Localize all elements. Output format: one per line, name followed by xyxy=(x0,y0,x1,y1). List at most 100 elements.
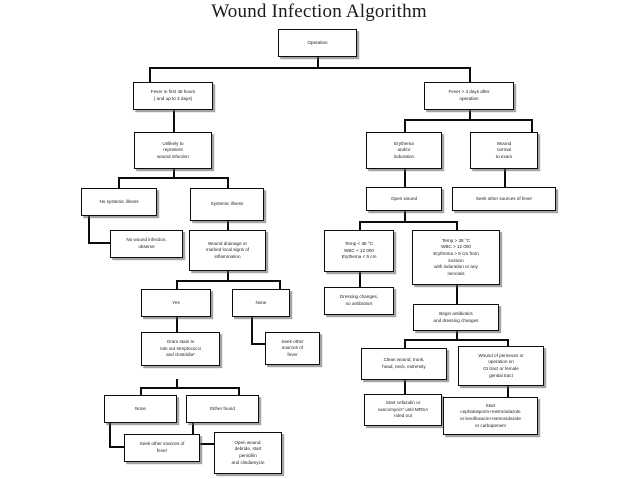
connector-erythema-openwound xyxy=(404,169,406,187)
connector-systemic-down xyxy=(227,216,229,230)
node-erythema-label: Erythema and/or induration xyxy=(393,140,415,159)
node-no-systemic-illness[interactable]: No systemic illness xyxy=(81,188,157,216)
connector-feverlate-bus-right xyxy=(531,119,533,132)
node-yes[interactable]: Yes xyxy=(141,289,211,317)
connector-nonebottom-down xyxy=(109,423,111,448)
connector-drainage-bus-right xyxy=(279,280,281,289)
node-seek-other-right-label: Seek other sources of fever xyxy=(475,195,533,201)
connector-perineum-cephalosporin xyxy=(507,386,509,397)
connector-bus-right-down xyxy=(469,67,471,82)
node-unlikely-wound-infection[interactable]: Unlikely to represent wound infection xyxy=(134,132,212,169)
connector-openwound-bus-left xyxy=(359,221,361,230)
node-wound-drainage[interactable]: Wound drainage or marked local signs of … xyxy=(189,230,266,271)
node-none-bottom-label: None xyxy=(135,405,146,411)
connector-antibiotics-down xyxy=(456,331,458,340)
node-fever-late[interactable]: Fever > 4 days after operation xyxy=(424,82,514,110)
page-title: Wound Infection Algorithm xyxy=(211,1,427,22)
node-yes-label: Yes xyxy=(172,299,180,305)
node-open-wound[interactable]: Open wound xyxy=(366,187,442,211)
node-seek-other-mid-label: Seek other sources of fever xyxy=(281,338,304,357)
node-systemic-illness[interactable]: Systemic illness xyxy=(190,188,264,221)
connector-fever-early-unlikely xyxy=(173,110,175,132)
connector-nonemid-down xyxy=(251,317,253,345)
node-temp-low-label: Temp < 38 °C WBC < 12 000 Erythema < 5 c… xyxy=(341,241,377,260)
node-either-found-label: Either found xyxy=(210,405,235,411)
connector-antibiotics-bus-left xyxy=(404,339,406,348)
connector-drainage-bus-left xyxy=(176,280,178,289)
connector-drainage-down xyxy=(227,271,229,281)
node-begin-antibiotics-label: Begin antibiotics and dressing changes xyxy=(433,310,479,323)
connector-bus-left-down xyxy=(149,67,151,82)
node-seek-other-sources-mid[interactable]: Seek other sources of fever xyxy=(265,332,320,365)
node-seek-other-sources-bottom[interactable]: Seek other sources of fever xyxy=(124,434,200,462)
node-systemic-label: Systemic illness xyxy=(210,201,244,207)
connector-feverlate-bus xyxy=(404,119,531,121)
node-start-cephalosporin-label: Start cephalosporin+metronidazole or lev… xyxy=(460,402,521,428)
node-temp-high-label: Temp > 38 °C WBC > 12 000 Erythema > 5 c… xyxy=(433,237,479,276)
node-temp-low-criteria[interactable]: Temp < 38 °C WBC < 12 000 Erythema < 5 c… xyxy=(324,230,394,272)
node-begin-antibiotics[interactable]: Begin antibiotics and dressing changes xyxy=(413,304,499,331)
node-erythema-induration[interactable]: Erythema and/or induration xyxy=(366,132,442,169)
node-wound-normal[interactable]: Wound normal to exam xyxy=(470,132,538,169)
node-operation[interactable]: Operation xyxy=(278,29,357,57)
connector-nosystemic-down xyxy=(88,216,90,244)
node-seek-other-bottom-label: Seek other sources of fever xyxy=(139,441,185,453)
node-either-found[interactable]: Either found xyxy=(186,395,259,423)
connector-temphigh-antibiotics xyxy=(456,285,458,304)
node-no-wound-infection-observe[interactable]: No wound infection, observe xyxy=(110,230,183,258)
connector-woundnormal-seekother xyxy=(504,169,506,187)
connector-unlikely-bus-right xyxy=(227,177,229,188)
connector-feverlate-bus-left xyxy=(404,119,406,132)
connector-nosystemic-right xyxy=(88,242,111,244)
node-none-bottom[interactable]: None xyxy=(104,395,177,423)
connector-root-bus xyxy=(149,67,470,69)
connector-drainage-bus xyxy=(176,280,279,282)
node-wound-perineum-label: Wound of perineum or operation on GI tra… xyxy=(478,352,524,378)
node-temp-high-criteria[interactable]: Temp > 38 °C WBC > 12 000 Erythema > 5 c… xyxy=(412,230,500,285)
node-wound-perineum[interactable]: Wound of perineum or operation on GI tra… xyxy=(458,346,544,386)
node-gram-stain[interactable]: Gram stain to rule out streptococci and … xyxy=(141,332,220,366)
connector-nonemid-right xyxy=(251,343,266,345)
connector-operation-down xyxy=(317,57,319,68)
connector-openwound-down xyxy=(404,211,406,222)
node-operation-label: Operation xyxy=(307,39,328,45)
connector-eitherfound-right xyxy=(192,443,215,445)
node-seek-other-sources-right[interactable]: Seek other sources of fever xyxy=(452,187,556,211)
connector-cleanwound-cefazolin xyxy=(404,380,406,394)
node-open-wound-debride-label: Open wound, debride, start penicillin an… xyxy=(231,439,265,465)
node-open-wound-label: Open wound xyxy=(390,195,418,201)
connector-yes-gramstain xyxy=(176,317,178,332)
connector-openwound-bus-right xyxy=(456,221,458,230)
connector-feverlate-down xyxy=(469,110,471,120)
node-fever-early-label: Fever in first 48 hours ( and up to 4 da… xyxy=(150,89,196,101)
node-clean-wound-label: Clean wound, trunk, head, neck, extremit… xyxy=(382,357,426,369)
node-start-cephalosporin[interactable]: Start cephalosporin+metronidazole or lev… xyxy=(443,397,538,435)
node-fever-late-label: Fever > 4 days after operation xyxy=(448,89,490,101)
connector-antibiotics-bus-right xyxy=(507,339,509,348)
node-gram-stain-label: Gram stain to rule out streptococci and … xyxy=(159,339,202,358)
node-none-mid[interactable]: None xyxy=(232,289,290,317)
connector-unlikely-bus xyxy=(118,177,228,179)
connector-openwound-bus xyxy=(359,221,457,223)
node-start-cefazolin-label: Start cefazolin or vancomycin* until MRS… xyxy=(377,400,429,419)
node-wound-drainage-label: Wound drainage or marked local signs of … xyxy=(205,240,250,259)
connector-unlikely-down xyxy=(173,169,175,178)
node-start-cefazolin[interactable]: Start cefazolin or vancomycin* until MRS… xyxy=(364,394,442,426)
node-clean-wound[interactable]: Clean wound, trunk, head, neck, extremit… xyxy=(361,348,447,380)
connector-antibiotics-bus xyxy=(404,339,507,341)
node-unlikely-label: Unlikely to represent wound infection xyxy=(157,140,189,159)
connector-gramstain-bus-left xyxy=(140,387,142,396)
node-none-mid-label: None xyxy=(255,299,267,305)
node-dressing-changes-label: Dressing changes, no antibiotics xyxy=(339,294,379,306)
connector-nonebottom-right xyxy=(109,446,125,448)
connector-unlikely-bus-left xyxy=(118,177,120,188)
node-no-wound-infection-label: No wound infection, observe xyxy=(126,237,167,249)
connector-gramstain-bus-right xyxy=(238,387,240,396)
node-open-wound-debride[interactable]: Open wound, debride, start penicillin an… xyxy=(214,432,282,474)
connector-templow-dressing xyxy=(359,272,361,287)
node-dressing-changes[interactable]: Dressing changes, no antibiotics xyxy=(324,287,394,315)
connector-gramstain-bus xyxy=(140,387,238,389)
node-fever-early[interactable]: Fever in first 48 hours ( and up to 4 da… xyxy=(133,82,213,110)
connector-gramstain-down xyxy=(176,379,178,388)
